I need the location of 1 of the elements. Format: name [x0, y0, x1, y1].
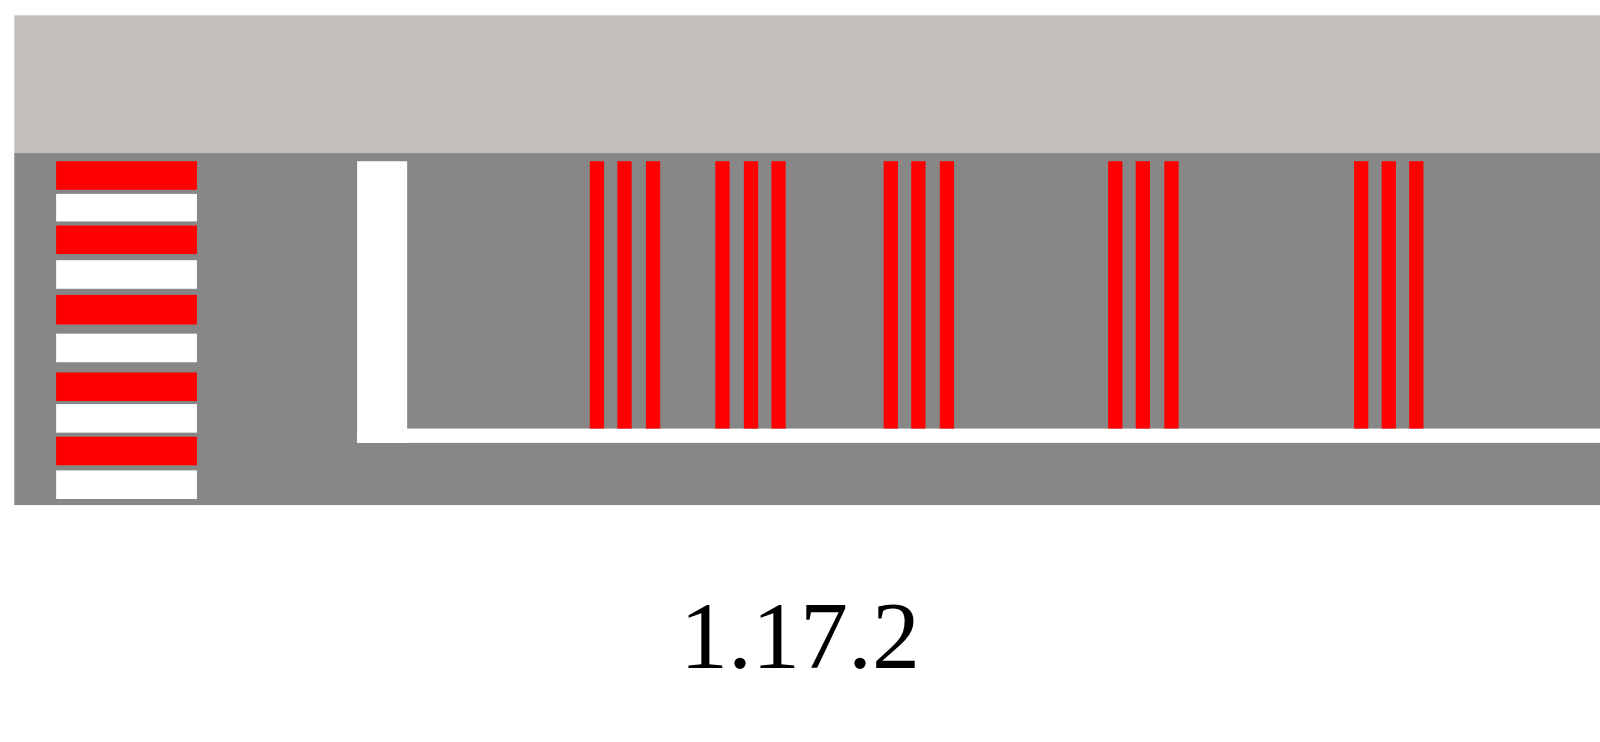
caption: 1.17.2: [680, 588, 920, 684]
